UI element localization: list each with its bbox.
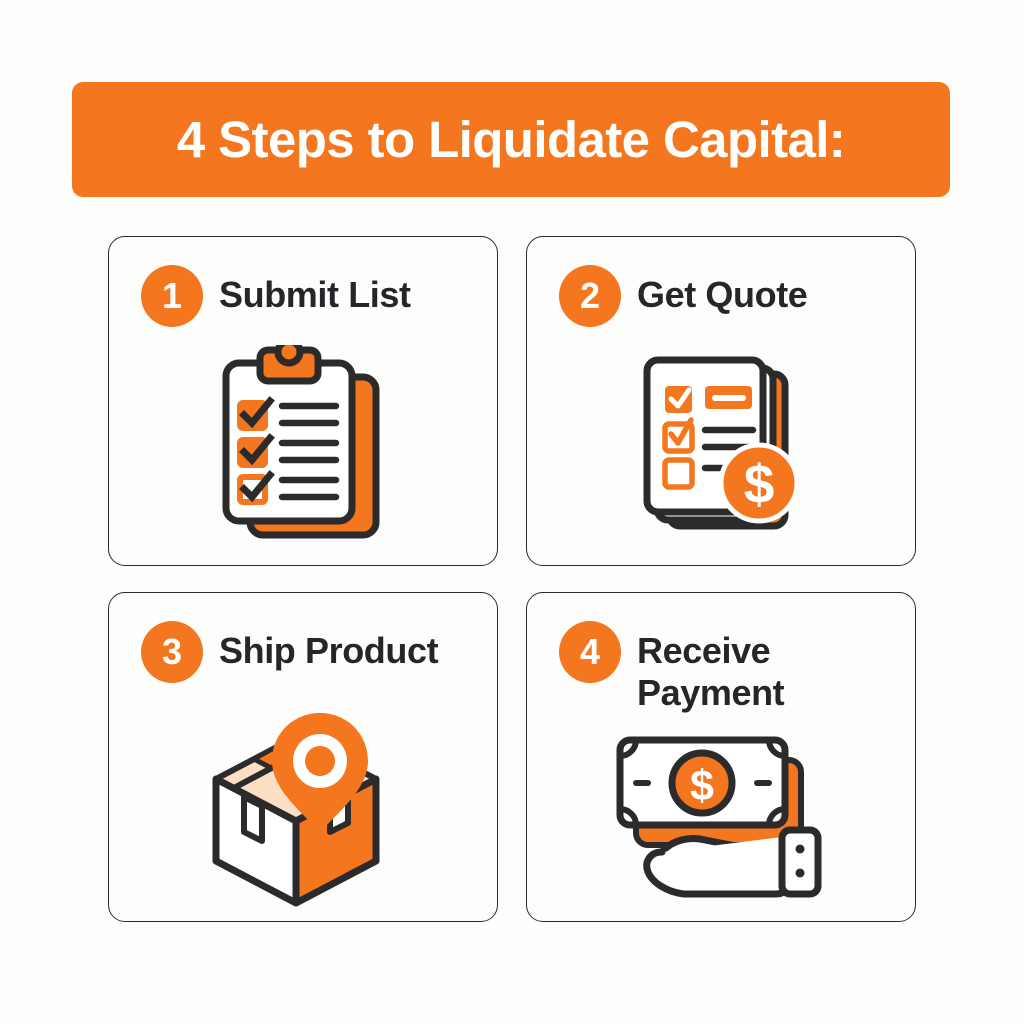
step-4-header: 4 Receive Payment xyxy=(559,621,899,714)
step-title-4: Receive Payment xyxy=(637,630,785,713)
step-3-icon-area xyxy=(109,707,497,917)
clipboard-checklist-icon xyxy=(222,345,380,539)
step-number-badge-2: 2 xyxy=(559,265,621,327)
hand-cash-dollar-icon: $ xyxy=(616,736,822,898)
step-card-4[interactable]: 4 Receive Payment xyxy=(526,592,916,922)
page-title: 4 Steps to Liquidate Capital: xyxy=(176,111,846,168)
step-title-1: Submit List xyxy=(219,274,411,315)
step-number-badge-4: 4 xyxy=(559,621,621,683)
steps-grid: 1 Submit List xyxy=(108,236,916,948)
open-box-location-pin-icon xyxy=(212,713,379,907)
step-2-header: 2 Get Quote xyxy=(559,265,899,327)
step-number-badge-1: 1 xyxy=(141,265,203,327)
step-card-3[interactable]: 3 Ship Product xyxy=(108,592,498,922)
step-1-header: 1 Submit List xyxy=(141,265,481,327)
step-title-3: Ship Product xyxy=(219,630,439,671)
quote-documents-dollar-icon: $ xyxy=(643,356,800,529)
step-2-icon-area: $ xyxy=(527,340,915,555)
svg-text:$: $ xyxy=(690,762,714,810)
step-title-2: Get Quote xyxy=(637,274,808,315)
step-card-1[interactable]: 1 Submit List xyxy=(108,236,498,566)
step-3-header: 3 Ship Product xyxy=(141,621,481,683)
step-card-2[interactable]: 2 Get Quote xyxy=(526,236,916,566)
header-banner: 4 Steps to Liquidate Capital: xyxy=(72,82,950,197)
svg-text:$: $ xyxy=(744,453,775,515)
step-4-icon-area: $ xyxy=(527,707,915,917)
step-1-icon-area xyxy=(109,340,497,555)
step-number-badge-3: 3 xyxy=(141,621,203,683)
